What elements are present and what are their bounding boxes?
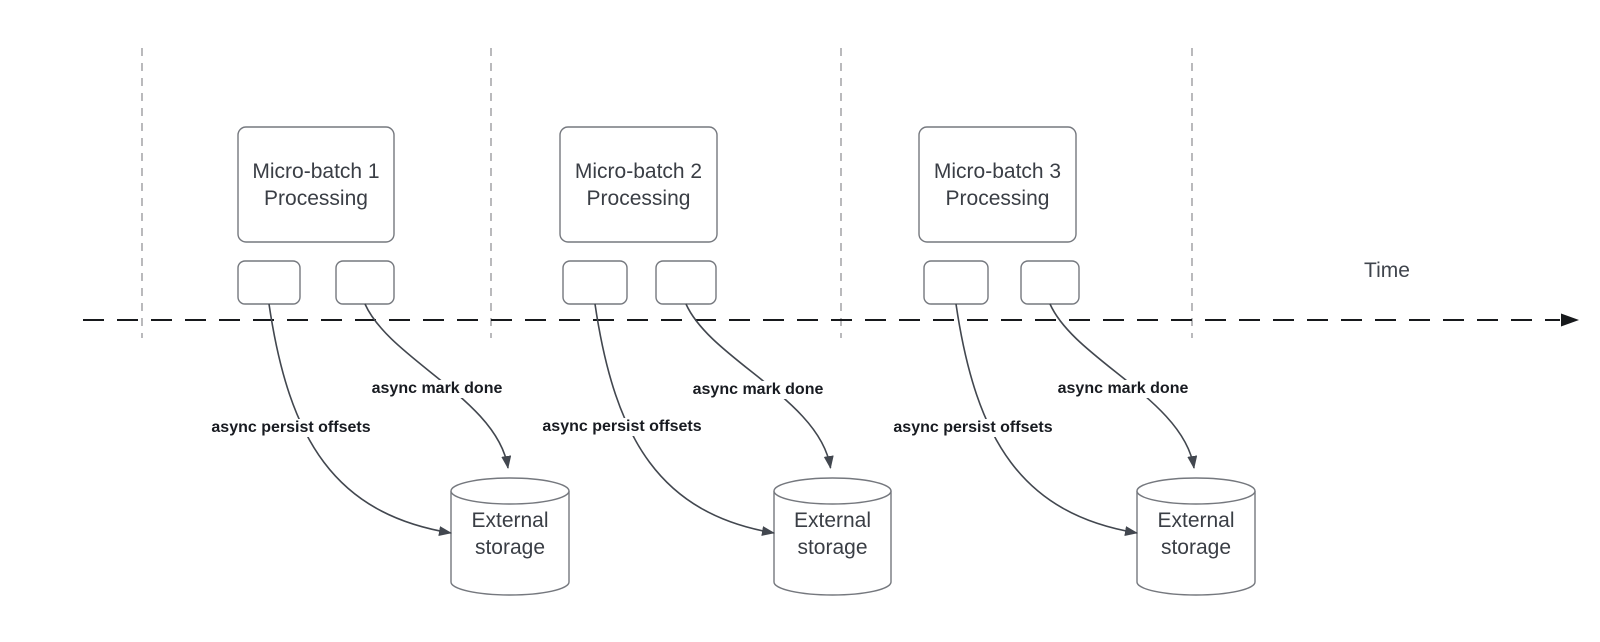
mark-done-label-3: async mark done xyxy=(1054,380,1192,398)
persist-offsets-label-2: async persist offsets xyxy=(539,418,705,436)
micro-batch-group-2 xyxy=(559,126,892,596)
time-label: Time xyxy=(1364,259,1410,282)
task-box-persist-2 xyxy=(562,260,628,305)
micro-batch-2-process-box xyxy=(559,126,718,243)
storage-cylinder-body-3 xyxy=(1136,491,1256,596)
storage-label-1: External storage xyxy=(471,508,549,559)
storage-label-3: External storage xyxy=(1157,508,1235,559)
micro-batch-3-process-box xyxy=(918,126,1077,243)
persist-offsets-label-3: async persist offsets xyxy=(890,419,1056,437)
process-label-2: Micro-batch 2 Processing xyxy=(574,159,703,210)
mark-done-label-2: async mark done xyxy=(689,381,827,399)
task-box-persist-3 xyxy=(923,260,989,305)
process-label-3: Micro-batch 3 Processing xyxy=(933,159,1062,210)
storage-cylinder-top-3 xyxy=(1136,477,1256,505)
task-box-mark-2 xyxy=(655,260,717,305)
task-box-mark-1 xyxy=(335,260,395,305)
micro-batch-group-1 xyxy=(237,126,570,596)
time-axis-arrow-icon xyxy=(1561,313,1579,327)
micro-batch-1-process-box xyxy=(237,126,395,243)
task-box-persist-1 xyxy=(237,260,301,305)
persist-offsets-arrow-3 xyxy=(955,303,1138,536)
persist-offsets-arrow-1 xyxy=(268,303,452,536)
mark-done-label-1: async mark done xyxy=(368,380,506,398)
storage-cylinder-body-1 xyxy=(450,491,570,596)
micro-batch-group-3 xyxy=(918,126,1256,596)
persist-offsets-arrow-2 xyxy=(594,303,775,536)
storage-cylinder-top-2 xyxy=(773,477,892,505)
storage-label-2: External storage xyxy=(793,508,872,559)
storage-cylinder-body-2 xyxy=(773,491,892,596)
task-box-mark-3 xyxy=(1020,260,1080,305)
persist-offsets-label-1: async persist offsets xyxy=(208,419,374,437)
process-label-1: Micro-batch 1 Processing xyxy=(252,159,380,210)
storage-cylinder-top-1 xyxy=(450,477,570,505)
